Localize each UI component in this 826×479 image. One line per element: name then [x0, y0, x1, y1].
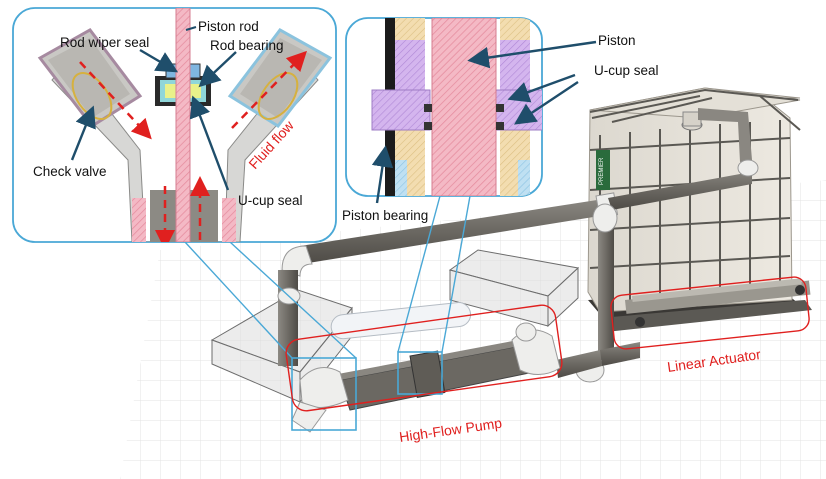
piston-section: [431, 18, 497, 196]
tank-logo-text: PREMIER: [599, 157, 605, 185]
ibc-tank: PREMIER: [587, 87, 801, 320]
callout-connector-mid-a: [397, 195, 441, 353]
piston-bearing-highlight-box: [397, 351, 443, 395]
linear-actuator-outline: [610, 276, 810, 350]
check-valve-callout: Piston rod Rod wiper seal Rod bearing Ch…: [12, 7, 337, 243]
rod-bearing-label: Rod bearing: [210, 38, 284, 53]
u-cup-seal-left-label: U-cup seal: [238, 193, 303, 208]
piston-label: Piston: [598, 33, 636, 48]
check-valve-label: Check valve: [33, 164, 107, 179]
piston-callout: Piston U-cup seal Piston bearing: [342, 17, 659, 223]
callout-connector-mid-b: [441, 195, 471, 353]
high-flow-pump-outline: [285, 304, 563, 412]
pipe-network: [277, 159, 759, 433]
linear-actuator-assembly: [600, 278, 812, 332]
piston-rod-section: [175, 8, 191, 242]
tank-logo: PREMIER: [596, 150, 610, 190]
rod-wiper-seal-label: Rod wiper seal: [60, 35, 149, 50]
callout-connector-left-b: [229, 241, 357, 359]
u-cup-seal-right-label: U-cup seal: [594, 63, 659, 78]
right-hopper: [448, 249, 580, 328]
piston-rod-label: Piston rod: [198, 19, 259, 34]
piston-bearing-label: Piston bearing: [342, 208, 428, 223]
callout-connector-left-a: [184, 241, 293, 359]
